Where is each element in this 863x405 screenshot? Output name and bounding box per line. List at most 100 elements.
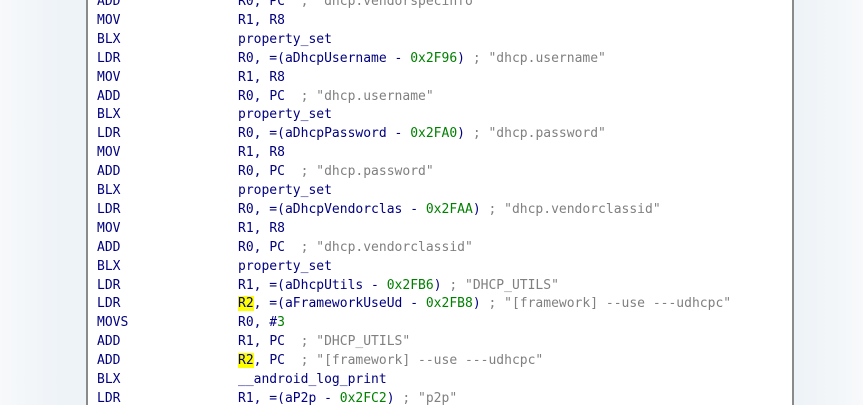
register-operand[interactable]: R0: [238, 0, 254, 9]
numeric-constant: 0x2F96: [410, 50, 458, 66]
mnemonic[interactable]: MOV: [97, 69, 121, 85]
comment: ; "[framework] --use ---udhcpc": [284, 353, 544, 369]
operand-text: ,: [253, 0, 270, 9]
numeric-constant: 0x2FAA: [425, 201, 473, 217]
operand-text: ,: [253, 164, 270, 180]
numeric-constant: 0x2FB6: [386, 277, 434, 293]
comment: ; "p2p": [394, 390, 458, 405]
register-operand[interactable]: R1: [238, 69, 254, 85]
operands: R0, =(aDhcpUsername - 0x2F96) ; "dhcp.us…: [238, 50, 606, 69]
mnemonic[interactable]: ADD: [97, 334, 121, 350]
mnemonic[interactable]: LDR: [97, 126, 121, 142]
register-operand[interactable]: R8: [269, 220, 285, 236]
function-name[interactable]: __android_log_print: [238, 372, 387, 387]
register-operand[interactable]: R8: [269, 12, 285, 28]
operand-text: ): [472, 201, 481, 217]
operands: R2, PC ; "[framework] --use ---udhcpc": [238, 352, 543, 371]
comment: ; "dhcp.vendorclassid": [480, 201, 661, 217]
numeric-constant: 0x2FA0: [410, 126, 458, 142]
operands: R1, PC ; "DHCP_UTILS": [238, 333, 410, 352]
register-operand[interactable]: R0: [238, 126, 254, 142]
operand-text: ,: [253, 145, 270, 161]
mnemonic[interactable]: MOV: [97, 12, 121, 28]
comment: ; "dhcp.password": [465, 126, 606, 142]
function-name[interactable]: property_set: [238, 183, 332, 198]
numeric-constant: 3: [277, 315, 285, 331]
mnemonic[interactable]: ADD: [97, 239, 121, 255]
mnemonic[interactable]: MOV: [97, 220, 121, 236]
operand-text: ,: [253, 12, 270, 28]
function-name[interactable]: property_set: [238, 31, 332, 47]
numeric-constant: 0x2FB8: [425, 296, 473, 312]
mnemonic[interactable]: MOV: [97, 145, 121, 161]
mnemonic[interactable]: ADD: [97, 164, 121, 180]
register-operand[interactable]: R1: [238, 145, 254, 161]
operands: R1, R8: [238, 12, 285, 31]
mnemonic[interactable]: BLX: [97, 183, 121, 198]
register-operand[interactable]: R0: [238, 315, 254, 331]
register-operand[interactable]: R8: [269, 69, 285, 85]
operands: R0, PC ; "dhcp.username": [238, 88, 434, 107]
operand-text: , =(aDhcpUtils -: [253, 277, 387, 293]
operand-text: ,: [253, 334, 270, 350]
register-operand[interactable]: R1: [238, 390, 254, 405]
mnemonic[interactable]: ADD: [97, 88, 121, 104]
operand-text: , =(aP2p -: [253, 390, 340, 405]
register-operand[interactable]: PC: [269, 353, 285, 369]
mnemonic[interactable]: ADD: [97, 0, 121, 9]
operand-text: ,: [253, 69, 270, 85]
operands: property_set: [238, 182, 332, 201]
register-operand[interactable]: R0: [238, 239, 254, 255]
operands: R1, =(aDhcpUtils - 0x2FB6) ; "DHCP_UTILS…: [238, 277, 559, 296]
operand-text: , =(aDhcpUsername -: [253, 50, 411, 66]
register-operand[interactable]: R1: [238, 277, 254, 293]
highlighted-register[interactable]: R2: [238, 353, 254, 369]
function-name[interactable]: property_set: [238, 258, 332, 274]
operand-text: ): [472, 296, 481, 312]
operands: property_set: [238, 106, 332, 125]
operands: __android_log_print: [238, 371, 387, 390]
register-operand[interactable]: R1: [238, 220, 254, 236]
mnemonic[interactable]: BLX: [97, 372, 121, 387]
register-operand[interactable]: PC: [269, 239, 285, 255]
operands: R1, =(aP2p - 0x2FC2) ; "p2p": [238, 390, 457, 405]
register-operand[interactable]: R0: [238, 201, 254, 217]
mnemonic[interactable]: BLX: [97, 107, 121, 123]
register-operand[interactable]: R0: [238, 164, 254, 180]
register-operand[interactable]: R1: [238, 334, 254, 350]
operands: R0, PC ; "dhcp.vendorclassid": [238, 239, 473, 258]
register-operand[interactable]: PC: [269, 88, 285, 104]
mnemonic[interactable]: LDR: [97, 296, 121, 312]
operands: R0, =(aDhcpVendorclas - 0x2FAA) ; "dhcp.…: [238, 201, 661, 220]
register-operand[interactable]: PC: [269, 334, 285, 350]
mnemonic[interactable]: LDR: [97, 390, 121, 405]
mnemonic[interactable]: ADD: [97, 353, 121, 369]
mnemonic[interactable]: BLX: [97, 258, 121, 274]
mnemonic[interactable]: LDR: [97, 50, 121, 66]
operands: R2, =(aFrameworkUseUd - 0x2FB8) ; "[fram…: [238, 295, 731, 314]
mnemonic[interactable]: LDR: [97, 201, 121, 217]
register-operand[interactable]: R0: [238, 88, 254, 104]
register-operand[interactable]: PC: [269, 164, 285, 180]
comment: ; "dhcp.vendorclassid": [284, 239, 473, 255]
mnemonic[interactable]: BLX: [97, 31, 121, 47]
mnemonic[interactable]: LDR: [97, 277, 121, 293]
operands: property_set: [238, 31, 332, 50]
operands: R0, =(aDhcpPassword - 0x2FA0) ; "dhcp.pa…: [238, 125, 606, 144]
operand-text: ,: [253, 239, 270, 255]
numeric-constant: 0x2FC2: [339, 390, 387, 405]
comment: ; "dhcp.username": [465, 50, 606, 66]
operand-text: ,: [253, 220, 270, 236]
register-operand[interactable]: R1: [238, 12, 254, 28]
register-operand[interactable]: R0: [238, 50, 254, 66]
operand-text: ): [386, 390, 395, 405]
mnemonic[interactable]: MOVS: [97, 315, 129, 331]
function-name[interactable]: property_set: [238, 107, 332, 123]
comment: ; "[framework] --use ---udhcpc": [480, 296, 732, 312]
operands: R0, #3: [238, 314, 285, 333]
highlighted-register[interactable]: R2: [238, 296, 254, 312]
register-operand[interactable]: PC: [269, 0, 285, 9]
operand-text: ,: [253, 353, 270, 369]
register-operand[interactable]: R8: [269, 145, 285, 161]
